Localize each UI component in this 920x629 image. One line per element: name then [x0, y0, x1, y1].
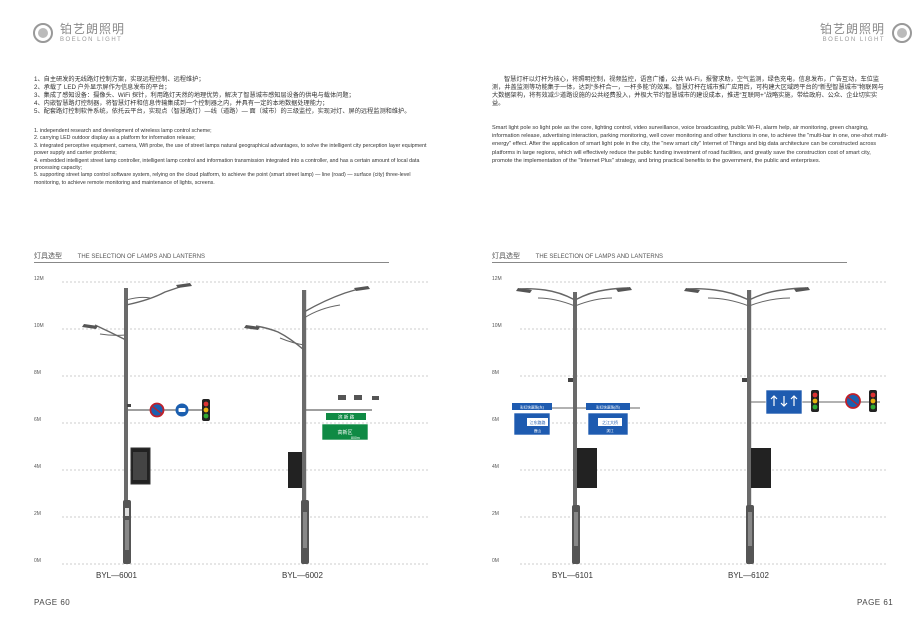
- height-label: 10M: [492, 323, 502, 329]
- traffic-light-icon: [811, 390, 819, 412]
- height-label: 2M: [34, 511, 41, 517]
- blue-sign-sub-text: 鹿山: [534, 428, 542, 433]
- feature-en-item: 3. integrated perceptive equipment, came…: [34, 142, 427, 157]
- section-divider: [34, 262, 389, 263]
- feature-cn-item: 4、内嵌智慧路灯控制器，将智慧灯杆和信息传输集成到一个控制器之内，并具有一定的本…: [34, 100, 329, 108]
- height-label: 8M: [492, 370, 499, 376]
- left-feature-list-en: 1. independent research and development …: [34, 128, 430, 187]
- section-divider: [492, 262, 847, 263]
- page-number-left: PAGE 60: [34, 598, 71, 607]
- model-label: BYL—6001: [96, 571, 137, 580]
- section-title-en: THE SELECTION OF LAMPS AND LANTERNS: [535, 254, 664, 260]
- no-parking-sign-icon: [845, 393, 861, 409]
- blue-road-sign: 彩虹快速路(东) 江东路路 鹿山: [512, 403, 552, 436]
- brand-logo-icon: [33, 23, 53, 43]
- brand-logo-icon: [892, 23, 913, 43]
- intro-en-paragraph: Smart light pole so light pole as the co…: [492, 125, 888, 164]
- brand-logo-left: 铂艺朗照明 BOELON LIGHT: [32, 22, 125, 44]
- height-label: 10M: [34, 323, 44, 329]
- camera-icon: [742, 378, 747, 382]
- camera-icon: [372, 396, 379, 400]
- model-label: BYL—6101: [552, 571, 593, 580]
- feature-cn-item: 3、集成了感知设备：摄像头、WiFi 探针，利用路灯天然的地理优势，解决了智慧城…: [34, 92, 355, 100]
- no-parking-sign-icon: [149, 402, 165, 418]
- pole-byl-6002: 滨 新 路 高新区 800m: [244, 286, 379, 564]
- blue-sign-main-text: 之江大桥: [602, 419, 618, 425]
- height-label: 12M: [492, 276, 502, 282]
- pole-byl-6001: [82, 283, 210, 564]
- brand-name-en: BOELON LIGHT: [822, 37, 886, 43]
- height-label: 4M: [34, 464, 41, 470]
- lamp-head: [176, 283, 192, 288]
- height-label: 8M: [34, 370, 41, 376]
- blue-sign-top-text: 彩虹快速路(东): [520, 405, 544, 410]
- lane-direction-sign-icon: [765, 389, 803, 415]
- pole-byl-6101: 彩虹快速路(东) 江东路路 鹿山 彩虹快速路(西) 之江大桥 滨江: [512, 287, 640, 564]
- brand-name-cn: 铂艺朗照明: [60, 22, 126, 36]
- blue-sign-main-text: 江东路路: [530, 419, 546, 425]
- traffic-light-icon: [202, 399, 210, 421]
- height-label: 0M: [492, 558, 499, 564]
- model-label: BYL—6102: [728, 571, 769, 580]
- intro-cn-paragraph: 智慧灯杆以灯杆为核心，将照明控制，视频监控，语音广播，公共 Wi-Fi，报警求助…: [492, 76, 884, 108]
- blue-road-sign: 彩虹快速路(西) 之江大桥 滨江: [586, 403, 630, 436]
- left-feature-list-cn: 1、自主研发的无线路灯控制方案，实现远程控制、远程维护； 2、承载了 LED 户…: [34, 76, 434, 116]
- height-label: 6M: [34, 417, 41, 423]
- model-label: BYL—6002: [282, 571, 323, 580]
- section-title-left: 灯具选型 THE SELECTION OF LAMPS AND LANTERNS: [34, 251, 389, 263]
- brand-name-en: BOELON LIGHT: [60, 37, 123, 43]
- height-label: 4M: [492, 464, 499, 470]
- height-label: 0M: [34, 558, 41, 564]
- lamp-head: [354, 286, 370, 291]
- feature-en-item: 2. carrying LED outdoor display as a pla…: [34, 135, 196, 142]
- height-grid-left: [62, 281, 430, 565]
- height-label: 12M: [34, 276, 44, 282]
- feature-en-item: 4. embedded intelligent street lamp cont…: [34, 157, 420, 172]
- right-intro-en: Smart light pole so light pole as the co…: [492, 124, 888, 165]
- right-intro-cn: 智慧灯杆以灯杆为核心，将照明控制，视频监控，语音广播，公共 Wi-Fi，报警求助…: [492, 76, 888, 108]
- car-direction-sign-icon: [175, 403, 189, 417]
- section-title-cn: 灯具选型: [492, 252, 520, 260]
- camera-icon: [354, 395, 362, 400]
- pole-byl-6102: [684, 287, 880, 564]
- feature-cn-item: 5、配套路灯控制软件系统，依托云平台，实现点（智慧路灯）—线（道路）— 面（城市…: [34, 108, 411, 116]
- blue-sign-sub-text: 滨江: [606, 428, 614, 433]
- brand-name-cn: 铂艺朗照明: [820, 22, 886, 36]
- height-label: 6M: [492, 417, 499, 423]
- feature-cn-item: 2、承载了 LED 户外显示屏作为信息发布的平台；: [34, 84, 171, 92]
- blue-sign-top-text: 彩虹快速路(西): [596, 405, 620, 410]
- green-road-sign: [326, 413, 366, 420]
- section-title-en: THE SELECTION OF LAMPS AND LANTERNS: [77, 254, 206, 260]
- section-title-right: 灯具选型 THE SELECTION OF LAMPS AND LANTERNS: [492, 251, 847, 263]
- green-sign-main-text: 高新区: [337, 429, 352, 436]
- camera-icon: [568, 378, 573, 382]
- page-number-right: PAGE 61: [857, 598, 894, 607]
- height-label: 2M: [492, 511, 499, 517]
- feature-en-item: 1. independent research and development …: [34, 128, 212, 134]
- brand-logo-right: 铂艺朗照明 BOELON LIGHT: [820, 22, 913, 44]
- green-sign-top-text: 滨 新 路: [338, 414, 355, 421]
- green-sign-distance: 800m: [351, 436, 360, 440]
- section-title-cn: 灯具选型: [34, 252, 62, 260]
- traffic-light-icon: [869, 390, 877, 412]
- feature-en-item: 5. supporting street lamp control softwa…: [34, 172, 411, 186]
- feature-cn-item: 1、自主研发的无线路灯控制方案，实现远程控制、远程维护；: [34, 76, 205, 83]
- camera-icon: [338, 395, 346, 400]
